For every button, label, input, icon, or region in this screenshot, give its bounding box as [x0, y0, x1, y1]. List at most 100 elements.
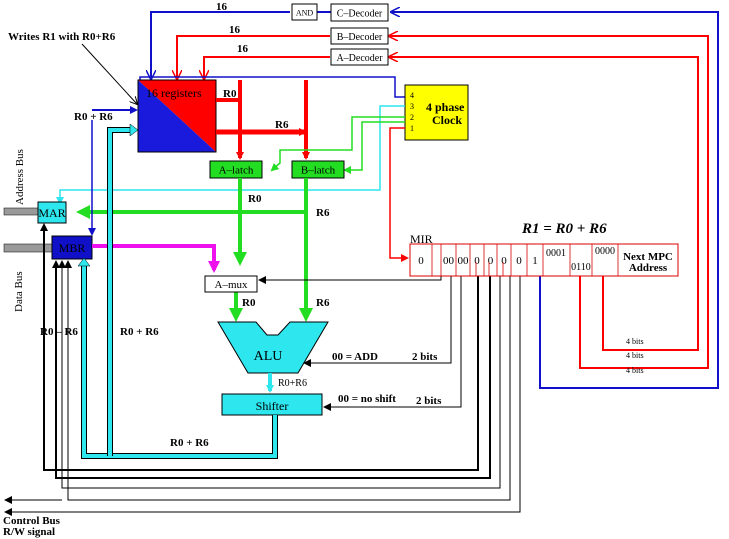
- a-decoder-to-registers-wire: [204, 56, 330, 78]
- b-latch-label: B–latch: [301, 165, 336, 177]
- clock-phase3-label: 3: [410, 102, 414, 111]
- a-field-width-label: 4 bits: [626, 337, 644, 346]
- and-gate: [291, 3, 318, 21]
- control-bus-label: Control Bus: [3, 515, 61, 527]
- next-mpc-label-line1: Next MPC: [623, 251, 673, 263]
- mir-field-rd: 0: [501, 255, 507, 267]
- mar-label: MAR: [38, 206, 65, 220]
- c-decoder-label: C–Decoder: [337, 9, 383, 20]
- mbr-to-amux-wire: [92, 244, 220, 273]
- alu-control-wire: [303, 276, 452, 367]
- amux-control-wire: [258, 276, 442, 284]
- clock-phase1-wire: [389, 127, 409, 262]
- clock-phase3-wire: [56, 105, 405, 205]
- mbr-difference-label: R0 – R6: [40, 326, 78, 338]
- mir-field-wr: 0: [516, 255, 522, 267]
- c-bus-width-label: 16: [216, 1, 228, 13]
- register-write-label: R0 + R6: [74, 111, 113, 123]
- mir-register: [409, 243, 679, 277]
- mir-field-b: 0110: [571, 262, 591, 273]
- mir-field-amux: 0: [418, 255, 424, 267]
- control-line-mbr: [52, 260, 491, 479]
- address-bus-stub: [3, 207, 39, 216]
- clock-phase1-label: 1: [410, 124, 414, 133]
- clock-phase2-label: 2: [410, 113, 414, 122]
- data-bus-label: Data Bus: [13, 271, 25, 312]
- a-latch-output-label: R0: [248, 193, 262, 205]
- b-decoder-label: B–Decoder: [337, 32, 383, 43]
- shift-code-label: 00 = no shift: [338, 393, 396, 405]
- clock-label-line1: 4 phase: [426, 100, 465, 114]
- mir-field-c: 0001: [546, 248, 566, 259]
- shifter-output-bus-fill: [82, 263, 277, 458]
- clock-phase4-wire: [139, 76, 405, 98]
- rw-signal-label: R/W signal: [3, 526, 55, 538]
- b-latch-output-label: R6: [316, 207, 330, 219]
- shifter-to-mbr-arrow: [77, 257, 91, 267]
- alu-code-label: 00 = ADD: [332, 351, 378, 363]
- and-gate-label: AND: [296, 9, 314, 18]
- clock-phase2-wire: [270, 116, 405, 172]
- alu: [217, 321, 329, 374]
- alu-output-label: R0+R6: [278, 378, 307, 389]
- c-decoder-to-registers-wire: [151, 11, 290, 78]
- alu-two-bits-label: 2 bits: [412, 351, 438, 363]
- result-registers-label: R0 + R6: [120, 326, 159, 338]
- mar-register: [37, 201, 67, 224]
- b-decoder: [330, 27, 389, 45]
- microinstruction-equation: R1 = R0 + R6: [521, 221, 607, 237]
- writes-r1-pointer: [81, 43, 137, 104]
- b-bus-width-label: 16: [229, 24, 241, 36]
- alu-left-input-label: R0: [242, 297, 256, 309]
- b-decoder-wire: [390, 36, 709, 369]
- clock-phase4-label: 4: [410, 91, 414, 100]
- mir-dividers: [431, 244, 619, 276]
- c-decoder-wire: [392, 12, 719, 389]
- control-line-read: [58, 260, 501, 489]
- result-bus-to-registers: [107, 127, 132, 456]
- b-latch: [291, 160, 345, 179]
- mir-field-ticks: [475, 262, 504, 276]
- mir-field-enc: 1: [532, 255, 538, 267]
- mir-field-alu: 00: [443, 255, 455, 267]
- a-mux-label: A–mux: [215, 279, 249, 291]
- result-bus-label: R0 + R6: [170, 437, 209, 449]
- writes-r1-annotation: Writes R1 with R0+R6: [8, 31, 116, 43]
- a-decoder: [330, 48, 389, 66]
- alu-label: ALU: [254, 349, 283, 364]
- next-mpc-label-line2: Address: [629, 262, 668, 274]
- mir-field-shift: 00: [458, 255, 470, 267]
- control-line-mar: [40, 223, 479, 471]
- r6-read-label: R6: [275, 119, 289, 131]
- register-file: [137, 79, 217, 153]
- a-latch: [209, 160, 263, 179]
- four-phase-clock: [404, 84, 469, 141]
- c-field-width-label: 4 bits: [626, 366, 644, 375]
- a-mux: [204, 275, 258, 293]
- result-bus-to-registers-fill: [108, 128, 132, 456]
- shifter-control-wire: [323, 276, 462, 411]
- control-bus-out: [4, 276, 521, 516]
- mbr-label: MBR: [59, 241, 86, 255]
- register-file-label: 16 registers: [146, 86, 202, 100]
- mir-field-mar: 0: [488, 255, 494, 267]
- b-decoder-to-registers-wire: [177, 35, 330, 78]
- address-bus-label: Address Bus: [14, 149, 26, 205]
- clock-label-line2: Clock: [432, 113, 462, 127]
- a-bus-width-label: 16: [237, 43, 249, 55]
- clock-phase2-b-latch-wire: [343, 121, 405, 174]
- a-decoder-label: A–Decoder: [336, 53, 383, 64]
- mir-field-a: 0000: [595, 246, 615, 257]
- b-field-width-label: 4 bits: [626, 351, 644, 360]
- a-decoder-wire: [390, 57, 699, 351]
- mir-label: MIR: [410, 232, 433, 246]
- shifter-label: Shifter: [256, 399, 289, 413]
- r0-read-label: R0: [223, 88, 237, 100]
- result-to-registers-arrow: [129, 123, 139, 137]
- shift-two-bits-label: 2 bits: [416, 395, 442, 407]
- a-latch-label: A–latch: [219, 165, 254, 177]
- alu-right-input-label: R6: [316, 297, 330, 309]
- mir-field-mbr: 0: [474, 255, 480, 267]
- control-line-write: [64, 260, 511, 501]
